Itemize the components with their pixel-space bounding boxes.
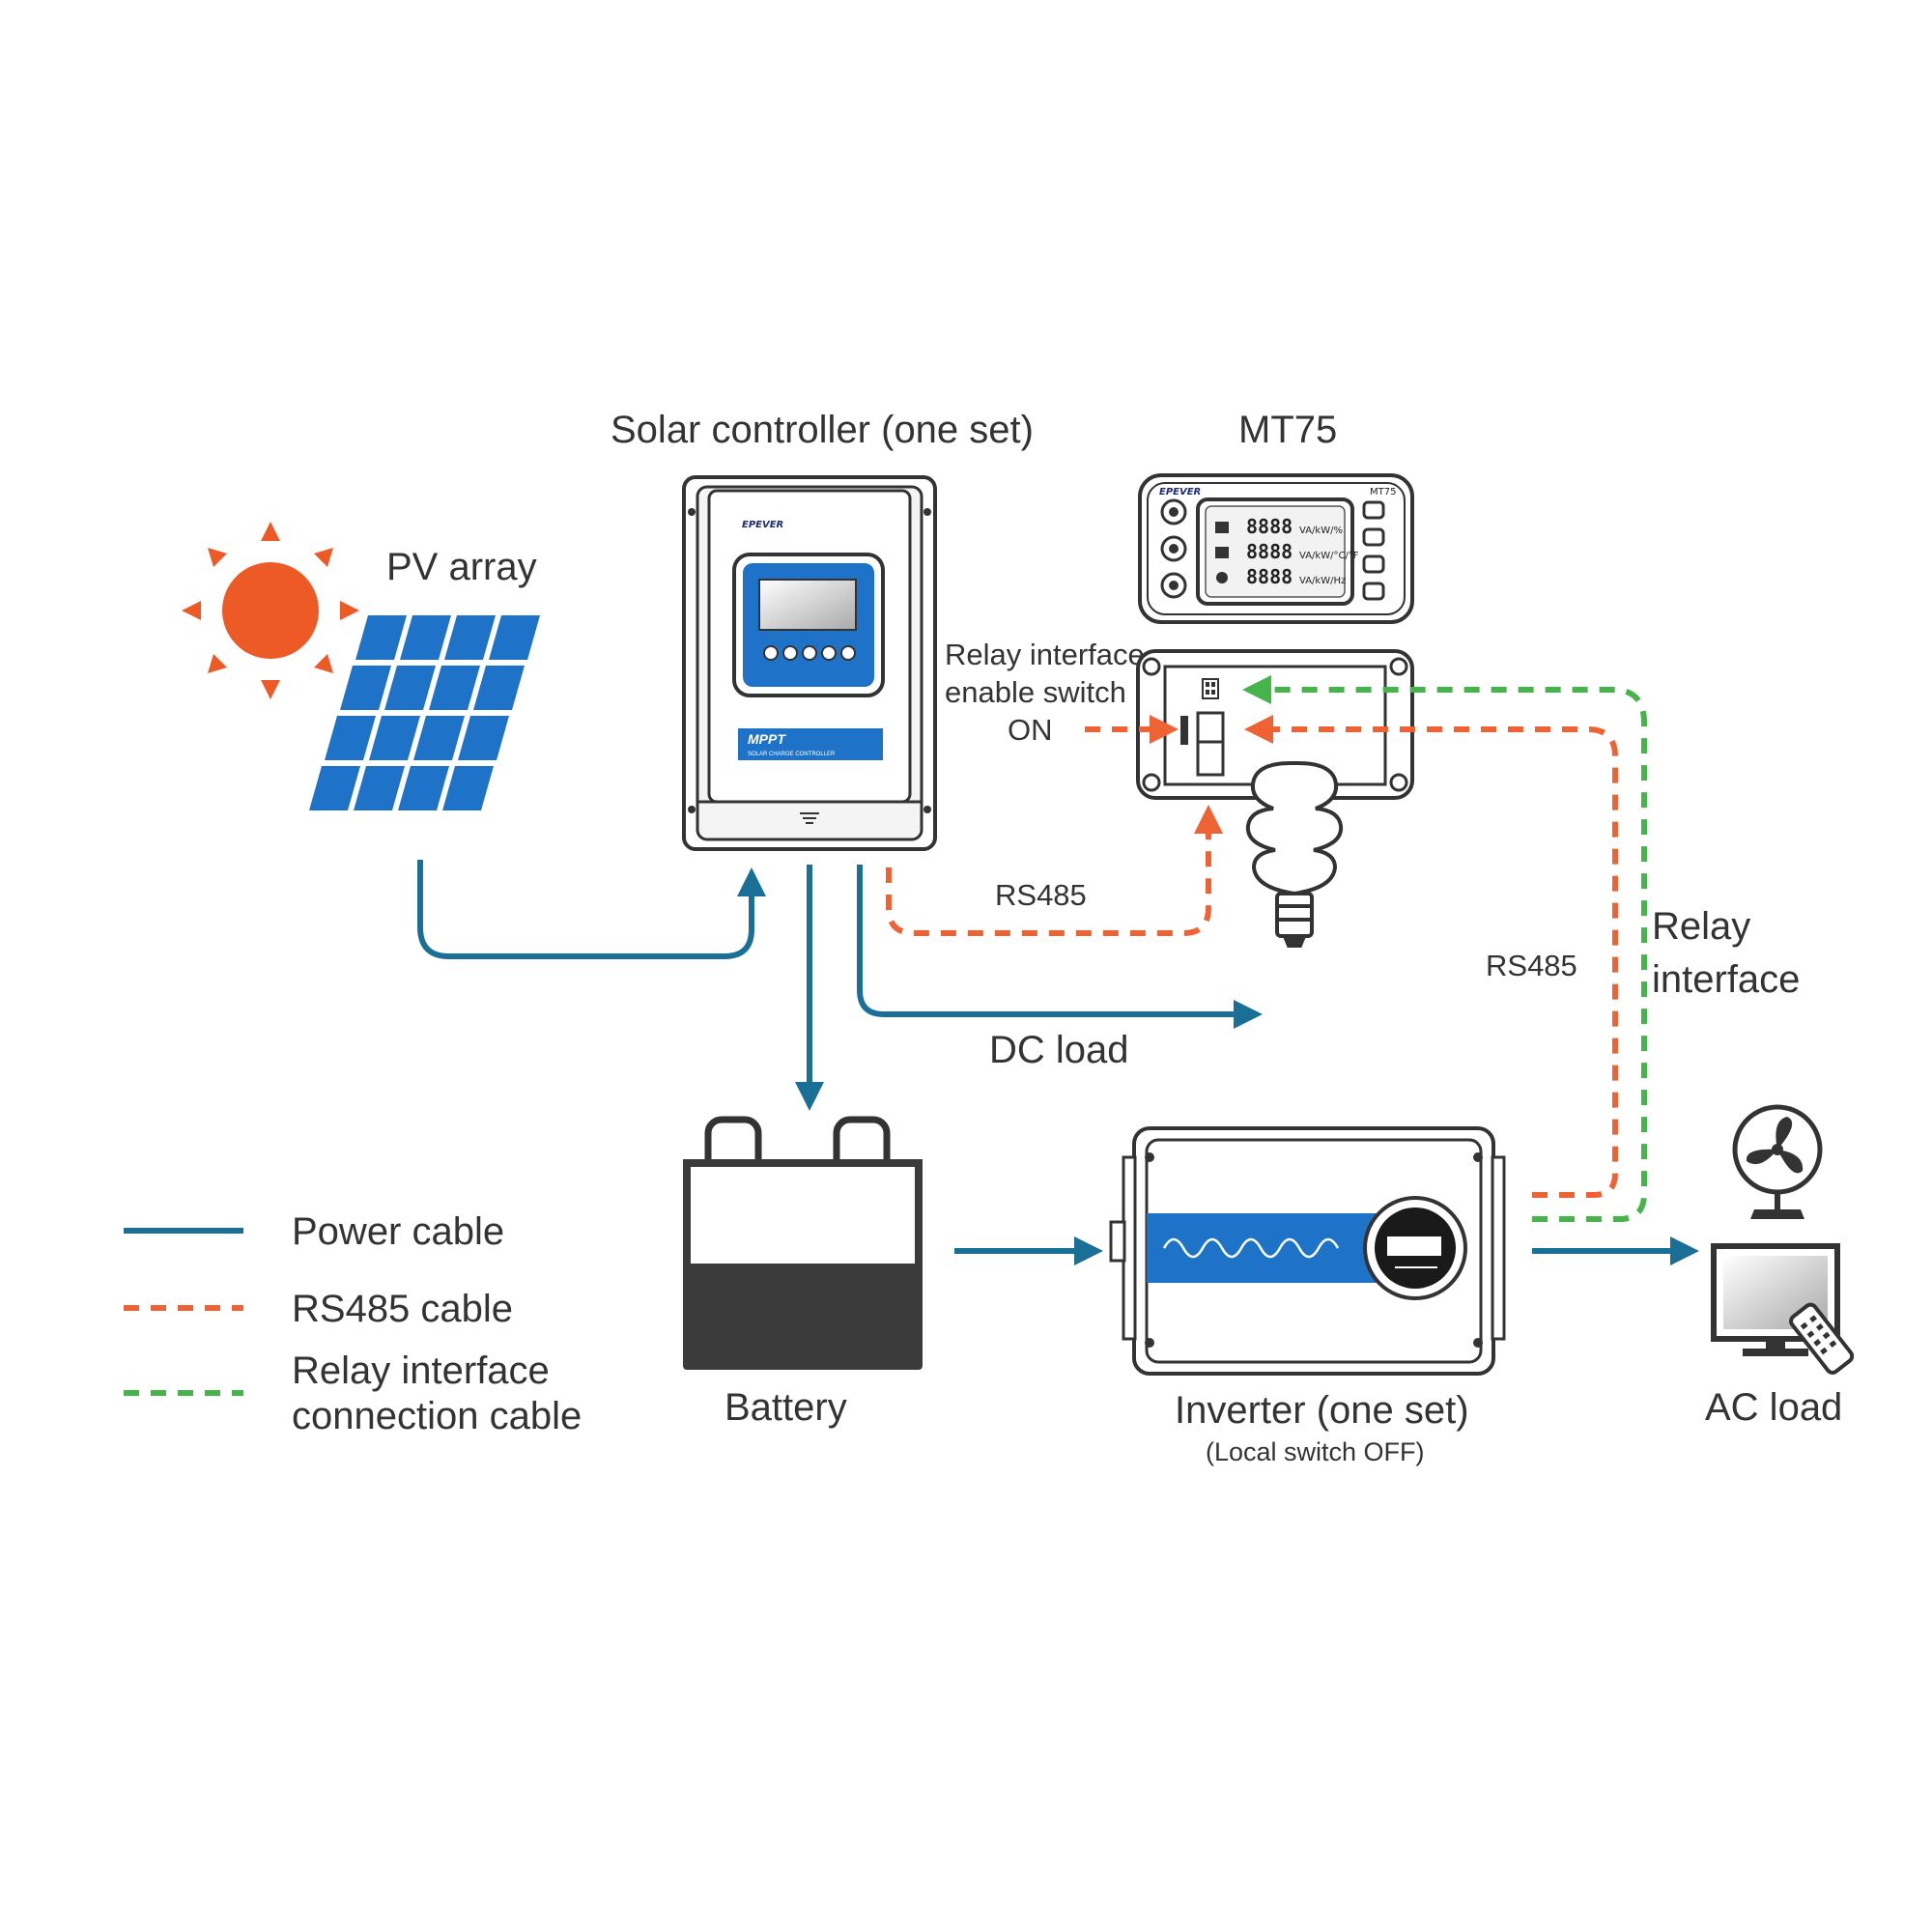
relay-enable-switch [1180, 716, 1188, 745]
rs485-cable-controller [886, 805, 1223, 936]
rs485-port [1196, 711, 1225, 777]
battery-label: Battery [724, 1386, 847, 1429]
solar-controller-icon: EPEVER MPPT SOLAR CHARGE CONTROLLER [682, 475, 937, 851]
relay-switch-label-1: Relay interface [945, 638, 1145, 671]
dc-load-label: DC load [989, 1029, 1129, 1071]
inverter-icon [1109, 1126, 1506, 1376]
mt75-label: MT75 [1238, 409, 1337, 451]
mt75-meter-icon: EPEVER MT75 8888 8888 8888 VA/kW/% VA/kW… [1138, 473, 1414, 624]
mt75-row-1: 8888 [1246, 515, 1293, 538]
rs485-label-side: RS485 [1486, 949, 1577, 982]
relay-interface-label-1: Relay [1652, 905, 1750, 948]
remote-control-icon [1789, 1302, 1855, 1375]
mppt-badge-sub: SOLAR CHARGE CONTROLLER [748, 752, 836, 757]
mt75-left-buttons [1160, 498, 1187, 599]
sun-icon [182, 522, 359, 699]
legend: Power cable RS485 cable Relay interface … [124, 1210, 582, 1437]
controller-buttons [763, 645, 856, 661]
relay-switch-label-2: enable switch [945, 675, 1126, 709]
legend-relay-label-2: connection cable [292, 1395, 582, 1437]
solar-controller-label: Solar controller (one set) [611, 409, 1034, 451]
mt75-row-2: 8888 [1246, 540, 1293, 563]
relay-cable-inverter [1242, 675, 1647, 1222]
power-cable-pv [417, 860, 766, 959]
inverter-sublabel: (Local switch OFF) [1206, 1437, 1425, 1466]
light-bulb-icon [1245, 760, 1344, 948]
mt75-row-3: 8888 [1246, 565, 1293, 588]
legend-power-label: Power cable [292, 1210, 504, 1253]
mt75-unit-3: VA/kW/Hz [1299, 576, 1346, 586]
mt75-model-mark: MT75 [1370, 487, 1396, 497]
fan-icon [1732, 1104, 1823, 1219]
mt75-unit-1: VA/kW/% [1299, 526, 1343, 536]
mt75-brand: EPEVER [1159, 487, 1201, 497]
rs485-cable-inverter [1244, 715, 1618, 1198]
mt75-right-buttons [1362, 500, 1385, 601]
relay-interface-label-2: interface [1652, 958, 1800, 1001]
ac-load-label: AC load [1705, 1386, 1842, 1429]
pv-array-label: PV array [386, 546, 537, 588]
relay-connector [1202, 678, 1219, 699]
rs485-label-top: RS485 [995, 878, 1087, 912]
solar-panel-icon [309, 615, 540, 810]
mt75-unit-2: VA/kW/°C/°F [1299, 551, 1359, 561]
controller-brand: EPEVER [742, 520, 783, 530]
inverter-label: Inverter (one set) [1175, 1389, 1469, 1432]
relay-module-icon [1136, 649, 1414, 800]
legend-relay-label-1: Relay interface [292, 1350, 550, 1392]
legend-rs485-label: RS485 cable [292, 1288, 513, 1330]
mppt-badge: MPPT [748, 731, 786, 747]
relay-switch-label-3: ON [1008, 713, 1053, 747]
power-cable-dc-load [857, 865, 1263, 1029]
battery-icon [683, 1116, 923, 1370]
